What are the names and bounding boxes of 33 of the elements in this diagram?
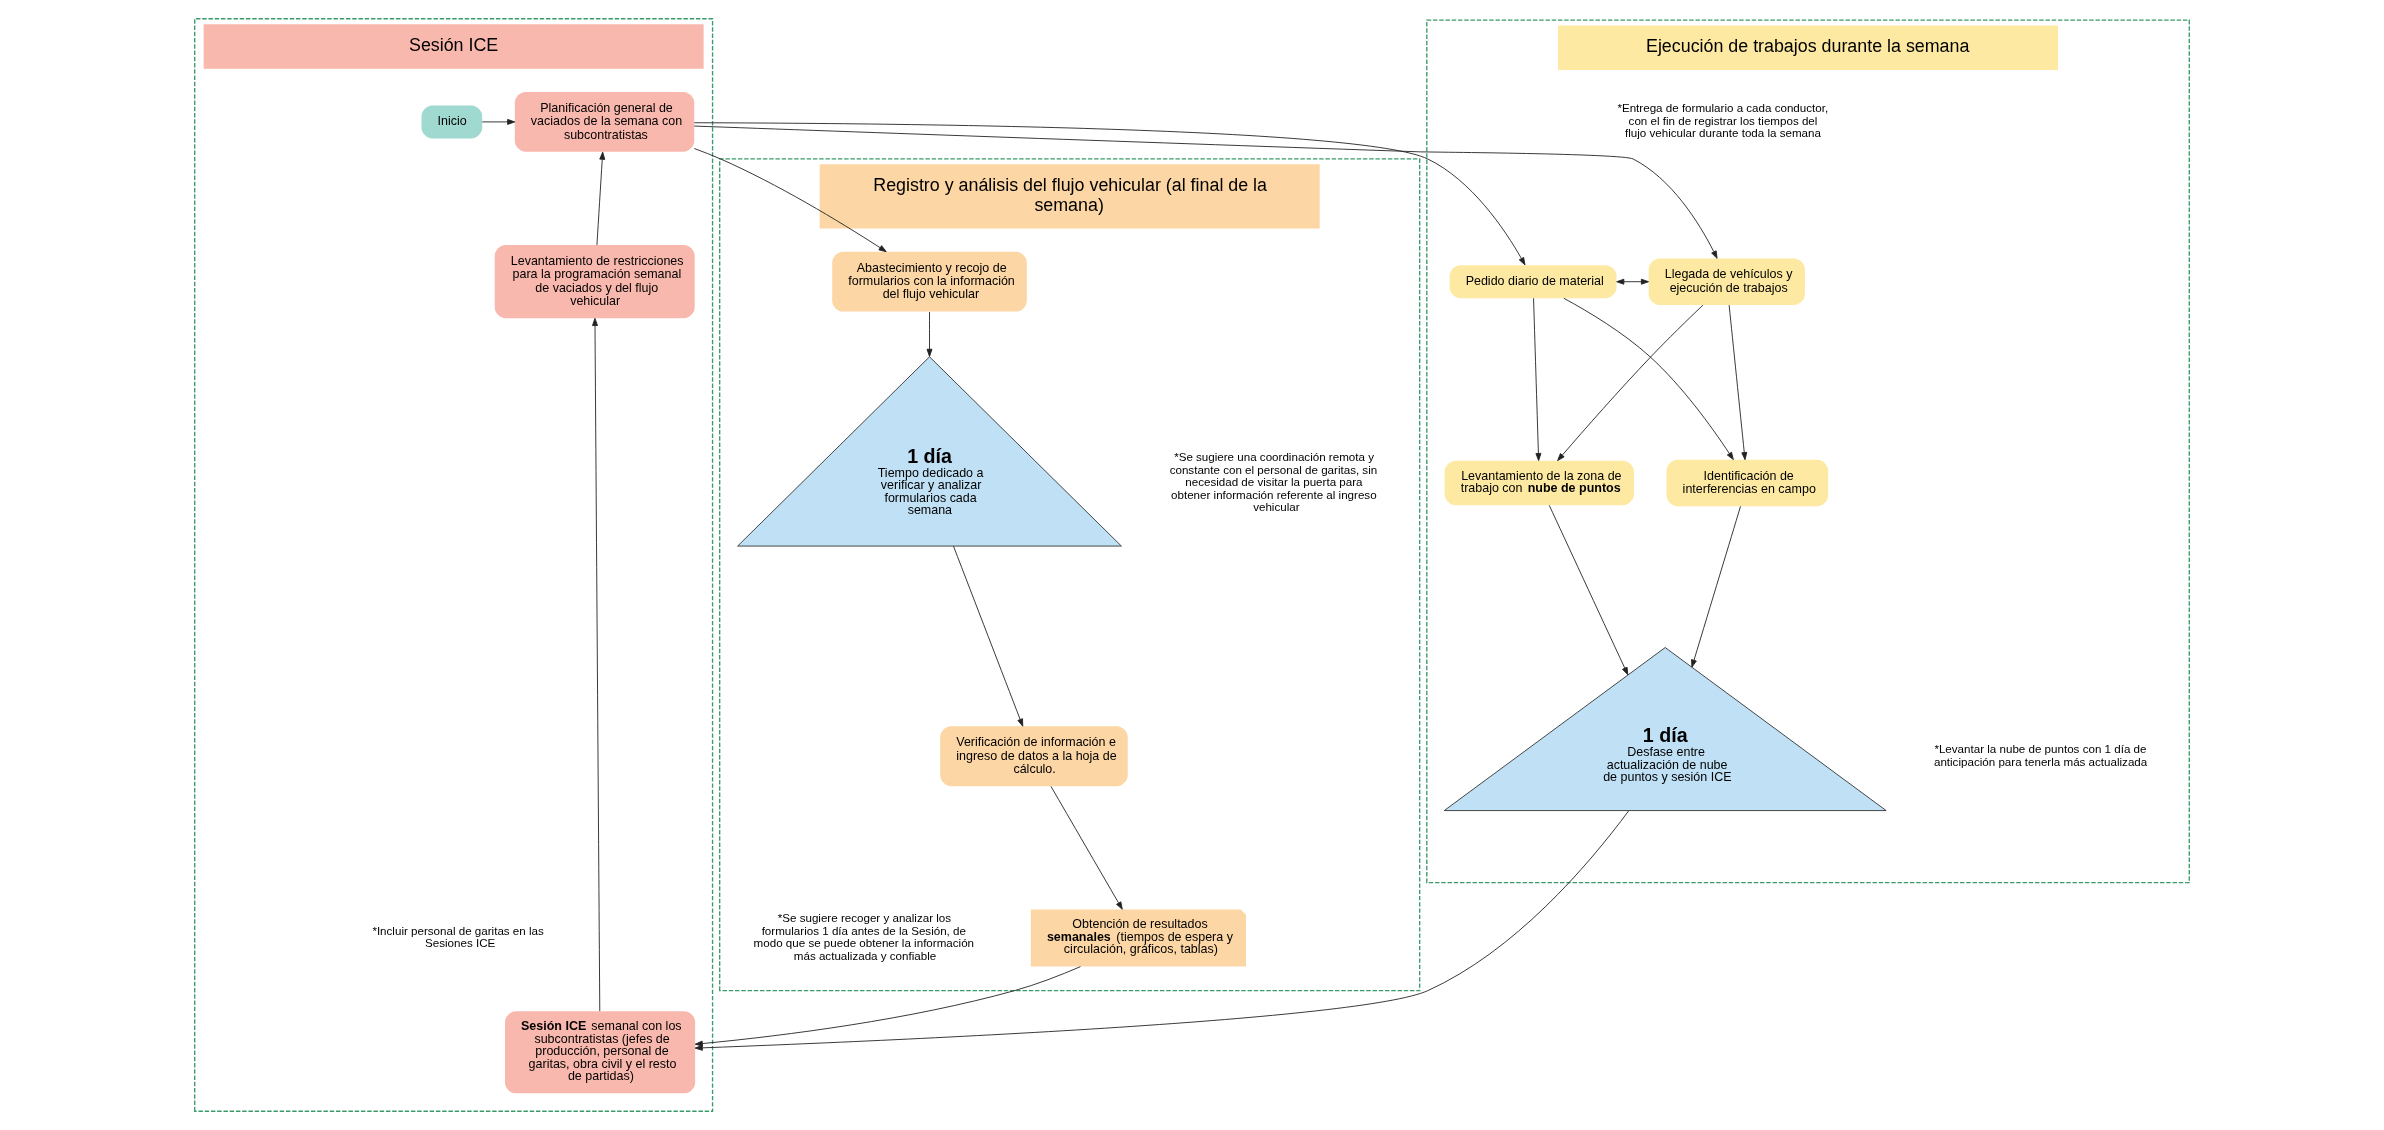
- arrow: [694, 810, 1630, 1051]
- arrow: [1050, 786, 1123, 910]
- node-box: Pedido diario de material: [1449, 265, 1617, 299]
- node-box: Llegada de vehículos y ejecución de trabajos: [1648, 258, 1805, 305]
- arrow: [1533, 297, 1542, 462]
- arrow: [693, 148, 887, 253]
- arrow: [1548, 504, 1629, 676]
- arrow: [596, 151, 606, 246]
- arrow: [693, 125, 1718, 259]
- node-box: Identificación de interferencias en campo: [1666, 459, 1829, 507]
- arrow: [1616, 278, 1649, 285]
- node-box: Inicio: [421, 105, 483, 139]
- arrow: [694, 966, 1081, 1047]
- arrow: [1691, 505, 1741, 668]
- label: *Levantar la nube de puntos con 1 día de anticipación para tenerla más actualizada: [1933, 742, 2148, 768]
- node-box: Levantamiento de la zona de trabajo con nube de puntos: [1444, 460, 1634, 506]
- arrow: [1557, 304, 1704, 462]
- label: *Incluir personal de garitas en las Sesiones ICE: [372, 923, 544, 950]
- arrow: [592, 317, 601, 1012]
- label: *Se sugiere recoger y analizar los formularios 1 día antes de la Sesión, de modo que se puede obtener la información más actualizada y confiable: [753, 911, 975, 962]
- arrow: [953, 545, 1024, 727]
- label: *Entrega de formulario a cada conductor, con el fin de registrar los tiempos del flujo vehicular durante toda la semana: [1617, 101, 1829, 140]
- arrow: [693, 122, 1526, 266]
- node-box: Verificación de información e ingreso de datos a la hoja de cálculo.: [940, 726, 1128, 787]
- arrow: [1563, 297, 1734, 460]
- node-box: Abastecimiento y recojo de formularios con la información del flujo vehicular: [832, 251, 1027, 312]
- arrow: [1728, 304, 1748, 461]
- arrow: [926, 311, 933, 357]
- arrow: [481, 118, 516, 125]
- node-box: Planificación general de vaciados de la semana con subcontratistas: [514, 92, 695, 152]
- node-box: Levantamiento de restricciones para la programación semanal de vaciados y del flujo vehicular: [494, 245, 695, 319]
- node-box: Sesión ICE semanal con los subcontratistas (jefes de producción, personal de garitas, obra civil y el resto de partidas): [504, 1011, 696, 1094]
- label: *Se sugiere una coordinación remota y constante con el personal de garitas, sin necesidad de visitar la puerta para obtener información referente al ingreso vehicular: [1169, 450, 1378, 514]
